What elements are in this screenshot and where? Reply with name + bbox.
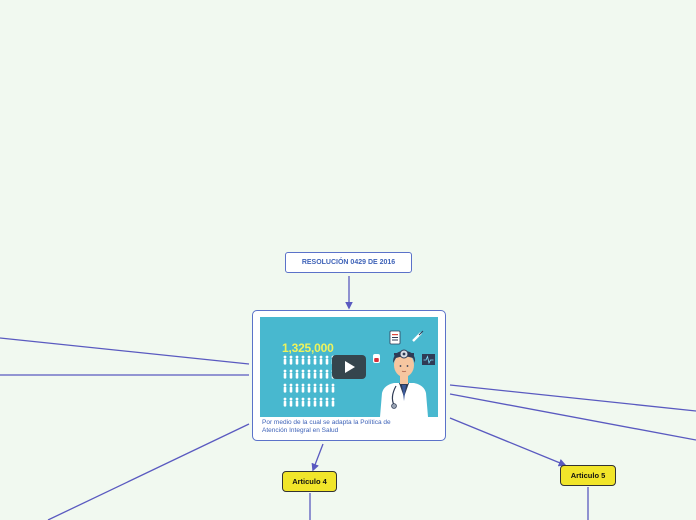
articulo-4-label: Articulo 4 [292, 477, 327, 486]
caption-line-2: Atención Integral en Salud [262, 427, 442, 435]
title-node-label: RESOLUCIÓN 0429 DE 2016 [302, 259, 395, 266]
edge-central-to-art4 [313, 444, 323, 470]
play-icon [344, 361, 355, 373]
doctor-illustration [372, 325, 438, 417]
edge-left-upper [0, 338, 249, 364]
central-node[interactable]: 1,325,000 [252, 310, 446, 441]
video-number: 1,325,000 [282, 341, 334, 355]
video-thumbnail[interactable]: 1,325,000 [260, 317, 438, 417]
edge-left-lower [48, 424, 249, 520]
caption-line-1: Por medio de la cual se adapta la Políti… [262, 419, 442, 427]
edge-right-upper [450, 385, 696, 411]
articulo-5-node[interactable]: Articulo 5 [560, 465, 616, 486]
central-caption: Por medio de la cual se adapta la Políti… [262, 419, 442, 435]
title-node[interactable]: RESOLUCIÓN 0429 DE 2016 [285, 252, 412, 273]
articulo-4-node[interactable]: Articulo 4 [282, 471, 337, 492]
articulo-5-label: Articulo 5 [571, 471, 606, 480]
play-button[interactable] [332, 355, 366, 379]
edge-central-to-art5 [450, 418, 565, 465]
